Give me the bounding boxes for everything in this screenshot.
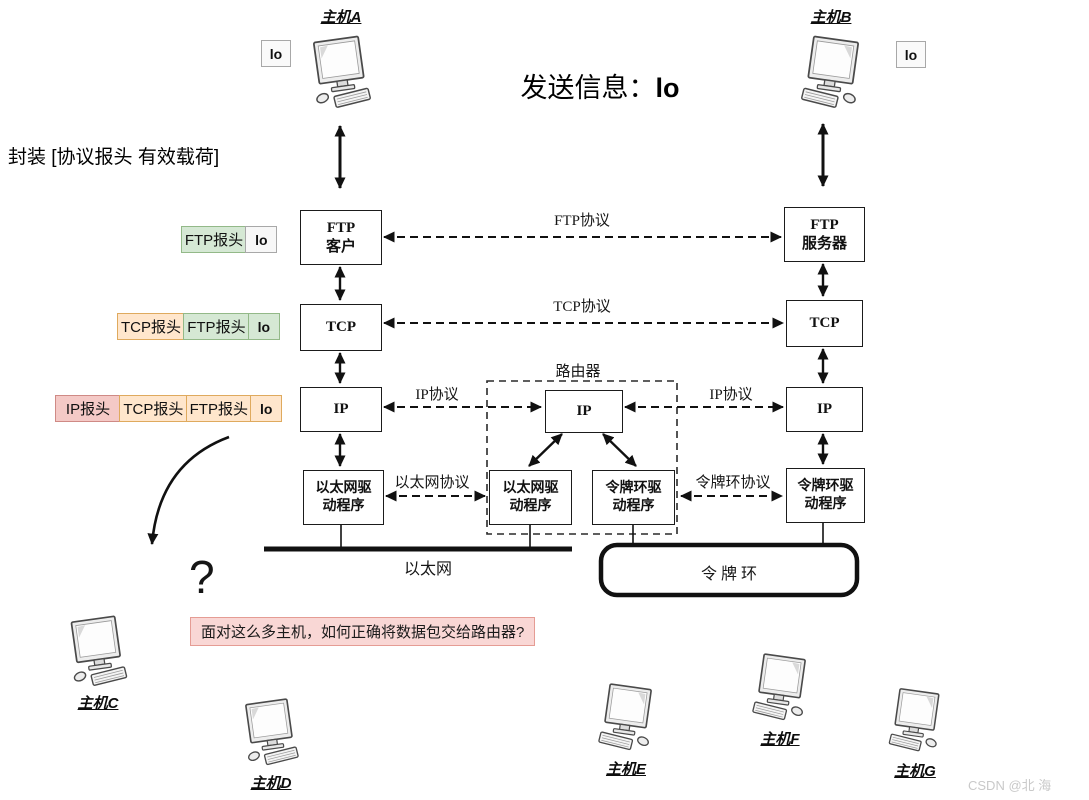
computer-icon	[589, 674, 663, 758]
encapsulation-note: 封装 [协议报头 有效载荷]	[8, 147, 220, 168]
ftp-server-box: FTP 服务器	[784, 207, 865, 262]
driver-line1: 以太网驱	[502, 481, 559, 496]
driver-line2: 动程序	[322, 498, 365, 514]
tcp-protocol-label: TCP协议	[553, 299, 611, 315]
encapsulation-row-tcp: TCP报头 FTP报头 lo	[117, 313, 280, 340]
host-f: 主机F	[740, 644, 820, 749]
encapsulation-row-ftp: FTP报头 lo	[181, 226, 278, 253]
driver-line1: 以太网驱	[315, 481, 372, 496]
host-e: 主机E	[586, 674, 666, 779]
send-message-text: 发送信息：lo	[521, 66, 680, 105]
driver-line2: 动程序	[509, 498, 552, 514]
ftp-server-line1: FTP	[810, 216, 839, 233]
token-ring-label: 令 牌 环	[700, 566, 758, 583]
host-f-label: 主机F	[760, 731, 800, 748]
tcp-header-cell: TCP报头	[117, 313, 185, 340]
send-message-value: lo	[655, 73, 680, 103]
ftp-client-line1: FTP	[326, 219, 356, 236]
host-g-label: 主机G	[894, 763, 936, 780]
payload-cell: lo	[247, 313, 280, 340]
driver-line1: 令牌环驱	[797, 479, 854, 494]
payload-cell: lo	[250, 395, 283, 422]
ftp-header-cell: FTP报头	[181, 226, 247, 253]
host-g: 主机G	[876, 678, 954, 781]
csdn-watermark: CSDN @北 海	[968, 778, 1052, 793]
ip-header-cell: IP报头	[55, 395, 121, 422]
computer-icon	[301, 27, 381, 115]
host-a-label: 主机A	[320, 9, 362, 26]
router-ip-box: IP	[545, 390, 623, 433]
tcp-header-cell: TCP报头	[119, 395, 188, 422]
computer-icon	[234, 690, 308, 772]
ftp-header-cell: FTP报头	[185, 395, 252, 422]
ip-protocol-left-label: IP协议	[415, 387, 459, 403]
driver-line1: 令牌环驱	[605, 481, 662, 496]
ftp-server-line2: 服务器	[801, 235, 847, 252]
router-label: 路由器	[555, 364, 601, 380]
host-b-label: 主机B	[810, 9, 852, 26]
computer-icon	[59, 608, 137, 692]
driver-line2: 动程序	[612, 498, 655, 514]
ip-left-box: IP	[300, 387, 382, 432]
question-mark: ?	[189, 551, 215, 603]
payload-badge-host-b: lo	[896, 41, 926, 68]
router-ethernet-driver-box: 以太网驱 动程序	[489, 470, 572, 525]
router-ip-eth-arrow	[528, 433, 563, 467]
encapsulation-row-ip: IP报头 TCP报头 FTP报头 lo	[55, 395, 283, 422]
curved-question-arrow	[147, 435, 230, 545]
host-c-label: 主机C	[77, 695, 119, 712]
host-e-label: 主机E	[605, 761, 646, 778]
ethernet-protocol-label: 以太网协议	[394, 475, 470, 491]
ip-protocol-right-label: IP协议	[709, 387, 753, 403]
ethernet-driver-left-box: 以太网驱 动程序	[303, 470, 384, 525]
driver-line2: 动程序	[804, 496, 847, 512]
send-message-prefix: 发送信息：	[520, 73, 656, 103]
ip-right-box: IP	[786, 387, 863, 432]
computer-icon	[743, 644, 817, 728]
ftp-header-cell: FTP报头	[183, 313, 250, 340]
ftp-client-box: FTP 客户	[300, 210, 382, 265]
host-c: 主机C	[55, 608, 141, 713]
tcp-right-box: TCP	[786, 300, 863, 347]
payload-badge-host-a: lo	[261, 40, 291, 67]
router-ip-token-arrow	[602, 433, 637, 467]
router-tokenring-driver-box: 令牌环驱 动程序	[592, 470, 675, 525]
tcp-left-box: TCP	[300, 304, 382, 351]
ftp-client-line2: 客户	[325, 238, 356, 255]
computer-icon	[791, 27, 871, 115]
host-d-label: 主机D	[250, 775, 292, 792]
payload-cell: lo	[245, 226, 278, 253]
host-a: 主机A	[298, 6, 384, 115]
host-d: 主机D	[230, 690, 312, 793]
host-b: 主机B	[788, 6, 874, 115]
ftp-protocol-label: FTP协议	[554, 213, 610, 229]
ethernet-label: 以太网	[403, 561, 453, 578]
tokenring-protocol-label: 令牌环协议	[695, 475, 771, 491]
question-text-box: 面对这么多主机，如何正确将数据包交给路由器?	[190, 617, 536, 646]
tokenring-driver-right-box: 令牌环驱 动程序	[786, 468, 865, 523]
computer-icon	[880, 678, 950, 760]
